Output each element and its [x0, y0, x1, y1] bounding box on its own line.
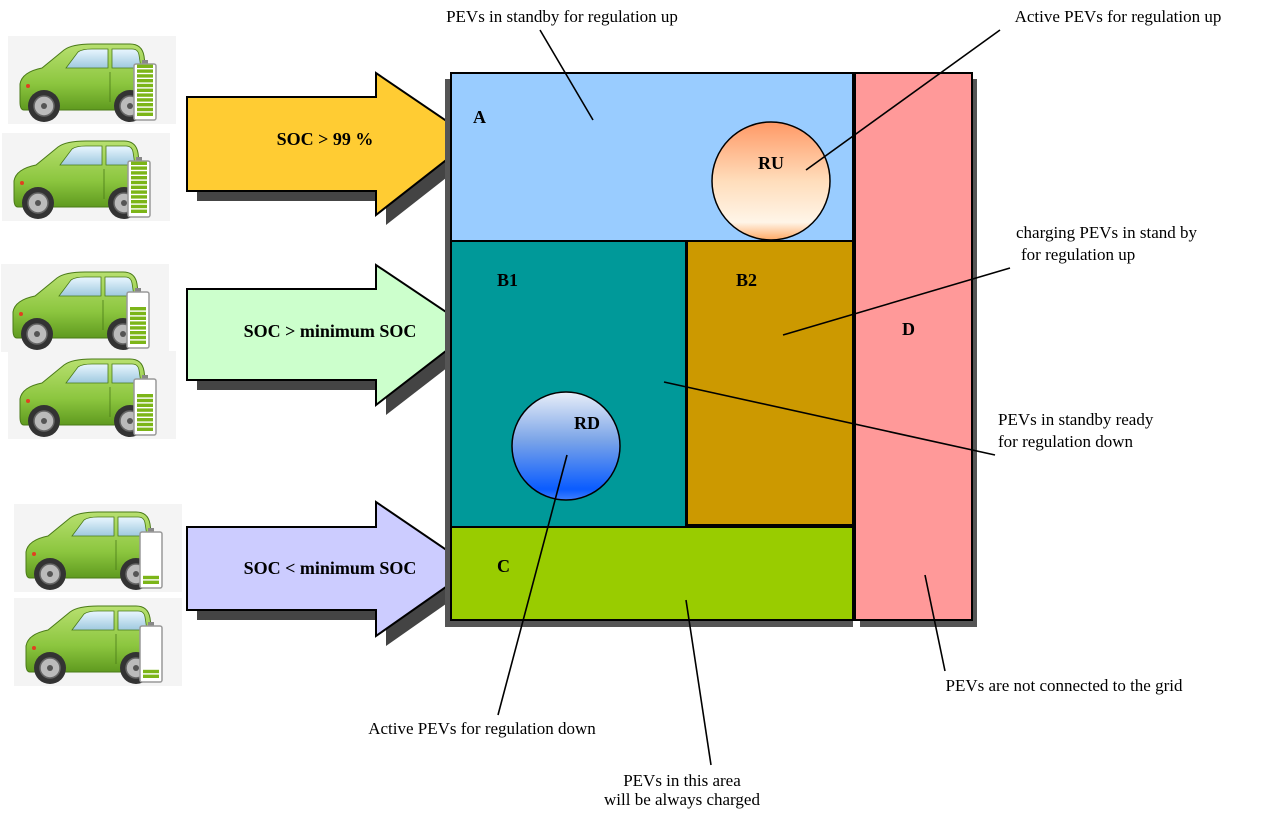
rd-circle: RD: [511, 391, 621, 501]
callout-active-up: Active PEVs for regulation up: [1015, 7, 1222, 26]
arrow-soc-mid-label: SOC > minimum SOC: [244, 321, 417, 341]
battery-icon: [133, 375, 157, 436]
ru-circle: RU: [711, 121, 831, 241]
ru-label: RU: [758, 153, 784, 173]
callout-always-charged-1: PEVs in this area: [623, 771, 741, 790]
car-icon: [8, 36, 176, 124]
arrow-soc-high-label: SOC > 99 %: [277, 129, 374, 149]
callout-lines: [497, 29, 1011, 766]
callout-standby-down-1: PEVs in standby ready: [998, 410, 1154, 429]
arrow-soc-low-label: SOC < minimum SOC: [244, 558, 417, 578]
region-d: [854, 72, 973, 621]
callout-line-standby-down: [663, 381, 996, 456]
callout-not-connected: PEVs are not connected to the grid: [946, 676, 1183, 695]
arrow-soc-high: SOC > 99 %: [186, 71, 483, 225]
region-c: [450, 526, 854, 621]
car-icon: [2, 133, 170, 221]
car-icon: [8, 351, 176, 439]
callout-line-not-connected: [924, 574, 946, 672]
car-icon: [14, 598, 182, 686]
region-a-label: A: [473, 107, 486, 127]
car-icon: [14, 504, 182, 592]
car-icon: [1, 264, 169, 352]
callout-line-charging-standby: [782, 267, 1011, 336]
battery-icon: [133, 60, 157, 121]
callout-always-charged-2: will be always charged: [604, 790, 760, 809]
region-b1-label: B1: [497, 270, 518, 290]
callout-standby-down-2: for regulation down: [998, 432, 1134, 451]
callout-standby-up: PEVs in standby for regulation up: [446, 7, 678, 26]
region-b2-label: B2: [736, 270, 757, 290]
rd-label: RD: [574, 413, 600, 433]
callout-active-down: Active PEVs for regulation down: [368, 719, 596, 738]
battery-icon: [127, 157, 151, 218]
callout-line-active-up: [805, 29, 1001, 171]
region-d-label: D: [902, 319, 915, 339]
callout-line-always-charged: [685, 599, 712, 766]
region-c-label: C: [497, 556, 510, 576]
arrow-soc-mid: SOC > minimum SOC: [186, 263, 483, 415]
car-column: [1, 36, 182, 686]
battery-icon: [126, 288, 150, 349]
battery-icon: [139, 528, 163, 589]
callout-line-active-down: [497, 454, 568, 716]
callout-charging-standby-1: charging PEVs in stand by: [1016, 223, 1198, 242]
battery-icon: [139, 622, 163, 683]
callout-charging-standby-2: for regulation up: [1021, 245, 1135, 264]
arrow-soc-low: SOC < minimum SOC: [186, 500, 483, 646]
callout-line-standby-up: [539, 29, 594, 121]
region-b2: [686, 240, 854, 526]
